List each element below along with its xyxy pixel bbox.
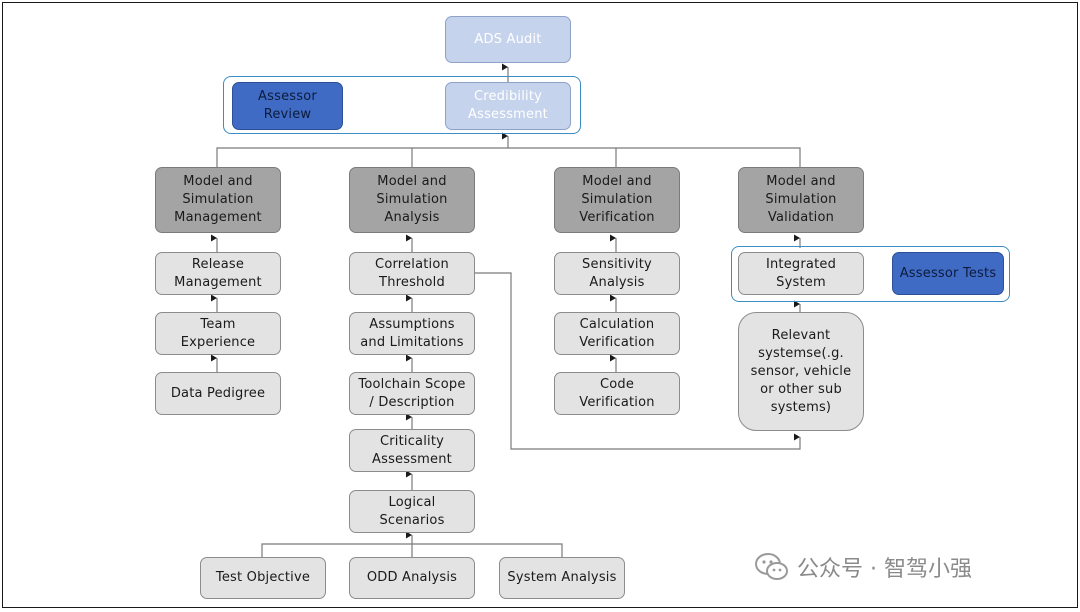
node-assessor-tests: Assessor Tests <box>892 252 1004 295</box>
node-ms-analysis: Model and Simulation Analysis <box>349 167 475 233</box>
node-team-experience: Team Experience <box>155 312 281 355</box>
bus-bottom-to-logical <box>261 543 563 557</box>
node-ms-validation: Model and Simulation Validation <box>738 167 864 233</box>
node-odd-analysis: ODD Analysis <box>349 557 475 599</box>
node-ms-management: Model and Simulation Management <box>155 167 281 233</box>
credibility-group-outline <box>223 76 581 134</box>
wechat-icon <box>755 553 788 580</box>
node-calculation-verification: Calculation Verification <box>554 312 680 355</box>
node-test-objective: Test Objective <box>200 557 326 599</box>
node-relevant-systems: Relevant systemse(.g. sensor, vehicle or… <box>738 312 864 431</box>
node-data-pedigree: Data Pedigree <box>155 372 281 415</box>
node-ads-audit: ADS Audit <box>445 16 571 63</box>
node-integrated-system: Integrated System <box>738 252 864 295</box>
node-assessor-review: Assessor Review <box>232 82 343 130</box>
node-sensitivity-analysis: Sensitivity Analysis <box>554 252 680 295</box>
node-logical-scenarios: Logical Scenarios <box>349 490 475 533</box>
node-credibility-assessment: Credibility Assessment <box>445 82 571 130</box>
bus-ms-to-credibility <box>216 147 801 167</box>
node-ms-verification: Model and Simulation Verification <box>554 167 680 233</box>
node-code-verification: Code Verification <box>554 372 680 415</box>
node-release-management: Release Management <box>155 252 281 295</box>
node-assumptions-limitations: Assumptions and Limitations <box>349 312 475 355</box>
node-system-analysis: System Analysis <box>499 557 625 599</box>
node-correlation-threshold: Correlation Threshold <box>349 252 475 295</box>
watermark: 公众号 · 智驾小强 <box>755 551 972 583</box>
watermark-text: 公众号 · 智驾小强 <box>797 557 972 582</box>
validation-group-outline <box>731 246 1010 302</box>
node-toolchain-scope: Toolchain Scope / Description <box>349 372 475 415</box>
node-criticality-assessment: Criticality Assessment <box>349 429 475 472</box>
